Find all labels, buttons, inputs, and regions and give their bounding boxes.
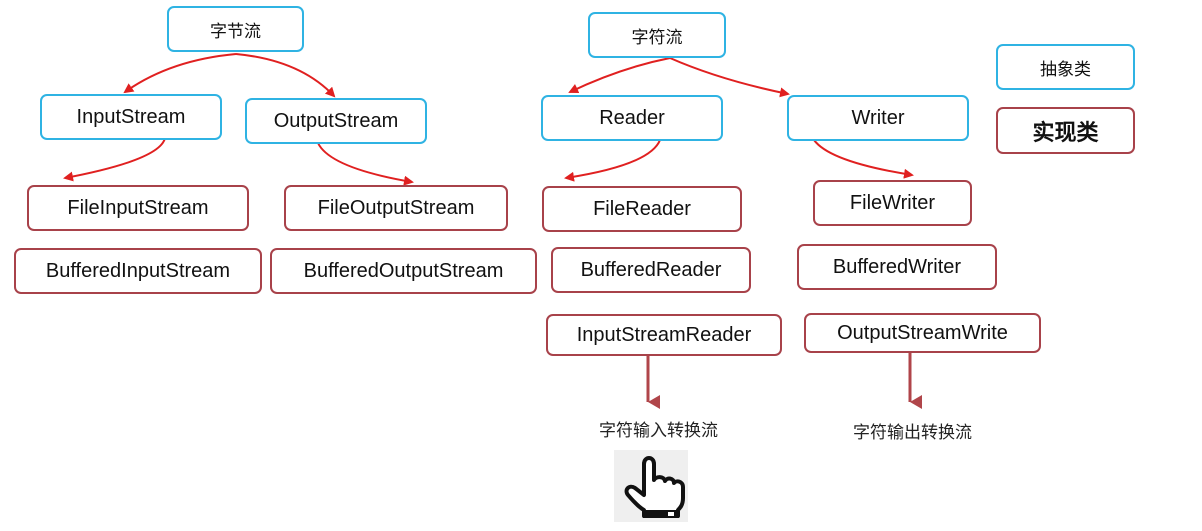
char-stream-root: 字符流	[588, 12, 726, 58]
writer-box: Writer	[787, 95, 969, 141]
bufferedwriter-label: BufferedWriter	[832, 255, 962, 278]
filewriter-box: FileWriter	[813, 180, 972, 226]
arrow-bytes-to-inputstream	[123, 53, 237, 94]
arrow-writer-to-impl	[813, 139, 914, 179]
arrow-bytes-to-outputstream	[235, 53, 336, 98]
bufferedoutputstream-box: BufferedOutputStream	[270, 248, 537, 294]
filereader-label: FileReader	[593, 197, 691, 220]
outputstream-box: OutputStream	[245, 98, 427, 144]
bufferedreader-label: BufferedReader	[580, 258, 722, 281]
byte-stream-root: 字节流	[167, 6, 304, 52]
bufferedoutputstream-label: BufferedOutputStream	[303, 259, 504, 282]
reader-box: Reader	[541, 95, 723, 141]
bufferedreader-box: BufferedReader	[551, 247, 751, 293]
outputstreamwrite-box: OutputStreamWrite	[804, 313, 1041, 353]
char-stream-root-label: 字符流	[631, 27, 683, 48]
outputstreamwrite-label: OutputStreamWrite	[837, 321, 1008, 344]
arrow-chars-to-writer	[669, 57, 790, 98]
legend-abstract-label: 抽象类	[1040, 59, 1091, 80]
fileoutputstream-label: FileOutputStream	[317, 196, 475, 219]
fileinputstream-box: FileInputStream	[27, 185, 249, 231]
filewriter-label: FileWriter	[849, 191, 936, 214]
legend-abstract: 抽象类	[996, 44, 1135, 90]
inputstreamreader-label: InputStreamReader	[576, 323, 752, 346]
bufferedinputstream-label: BufferedInputStream	[45, 259, 231, 282]
pointing-hand-icon	[614, 450, 688, 522]
writer-label: Writer	[851, 106, 905, 129]
reader-label: Reader	[599, 106, 665, 129]
caption-char-output-conversion: 字符输出转换流	[853, 423, 972, 443]
bufferedinputstream-box: BufferedInputStream	[14, 248, 262, 294]
arrow-chars-to-reader	[568, 57, 671, 94]
bufferedwriter-box: BufferedWriter	[797, 244, 997, 290]
caption-char-input-conversion: 字符输入转换流	[599, 421, 718, 441]
arrow-outputstream-to-impl	[317, 142, 414, 186]
inputstream-box: InputStream	[40, 94, 222, 140]
inputstream-label: InputStream	[76, 105, 186, 128]
byte-stream-root-label: 字节流	[210, 21, 261, 42]
legend-impl: 实现类	[996, 107, 1135, 154]
filereader-box: FileReader	[542, 186, 742, 232]
arrow-reader-to-impl	[564, 139, 661, 182]
fileoutputstream-box: FileOutputStream	[284, 185, 508, 231]
fileinputstream-label: FileInputStream	[67, 196, 209, 219]
inputstreamreader-box: InputStreamReader	[546, 314, 782, 356]
arrow-inputstream-to-impl	[63, 137, 166, 182]
legend-impl-label: 实现类	[1032, 120, 1099, 146]
outputstream-label: OutputStream	[273, 109, 399, 132]
